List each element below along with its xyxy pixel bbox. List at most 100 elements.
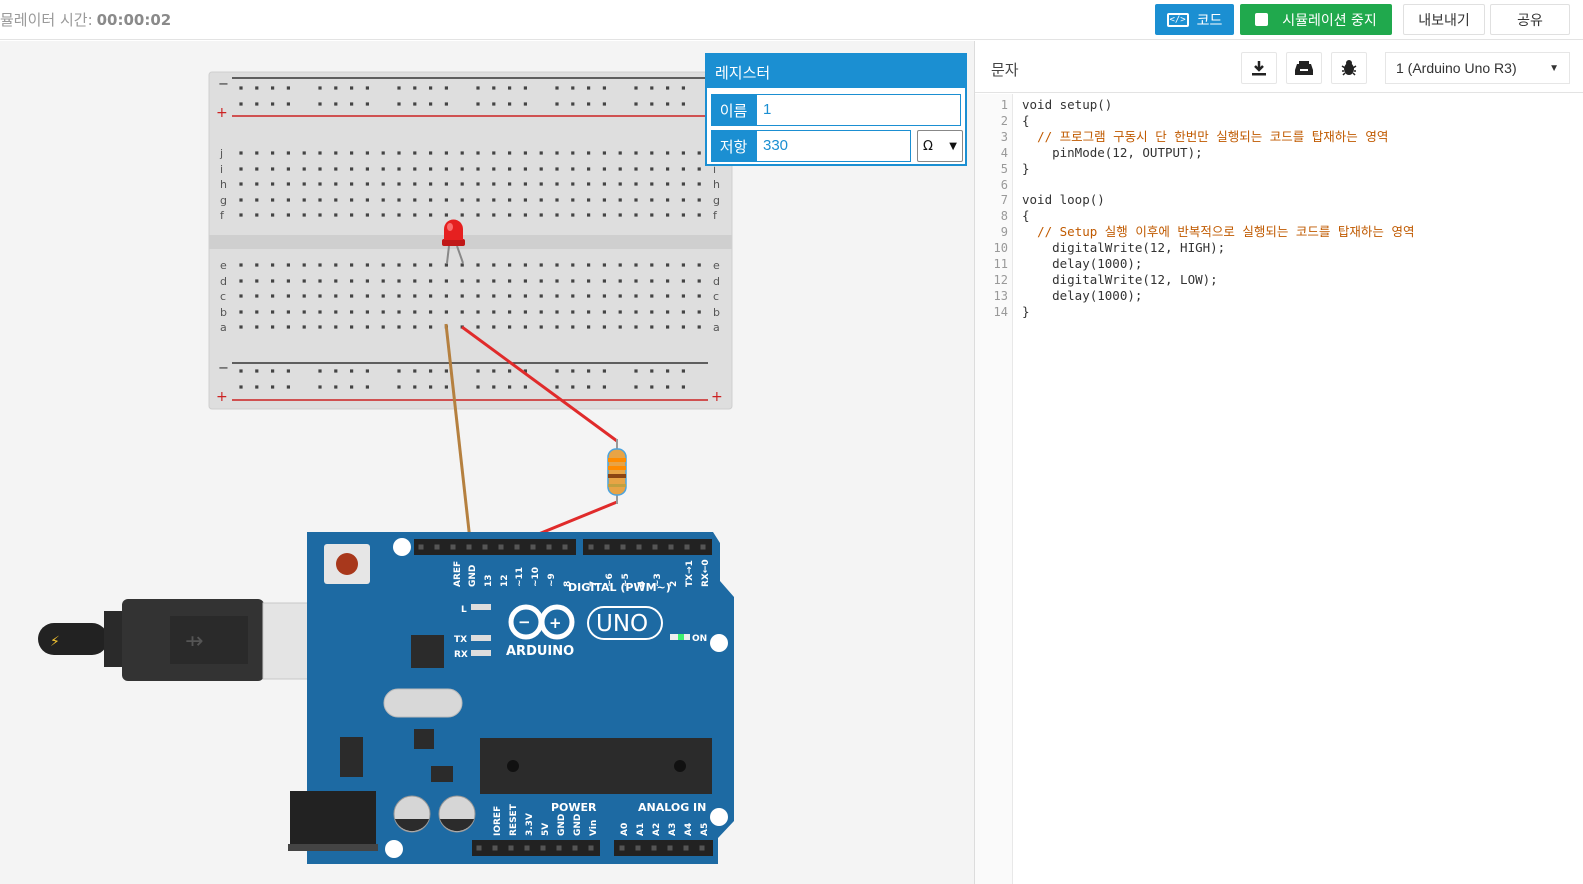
chevron-down-icon: ▼ [949, 140, 957, 152]
line-number: 2 [1000, 113, 1008, 128]
breadboard-row-letter: b [220, 306, 227, 319]
resistance-input[interactable]: 330 [756, 130, 911, 162]
arduino-model: UNO [596, 611, 648, 637]
code-line: digitalWrite(12, HIGH); [1022, 240, 1225, 256]
breadboard-row-letter: e [220, 259, 227, 272]
pin-label: 8 [563, 581, 573, 587]
line-number: 13 [993, 288, 1008, 303]
line-number: 1 [1000, 98, 1008, 112]
breadboard-row-letter: a [220, 321, 227, 334]
breadboard-row-letter: f [713, 209, 718, 222]
top-toolbar: 뮬레이터 시간:00:00:02 </> 코드 시뮬레이션 중지 내보내기 공유 [0, 0, 1583, 40]
debug-bug-icon [1341, 60, 1357, 76]
line-number: 5 [1000, 161, 1008, 176]
breadboard-row-letter: d [220, 275, 227, 288]
pin-label: Vin [589, 820, 599, 836]
pin-label: 13 [484, 574, 494, 587]
export-button[interactable]: 내보내기 [1403, 4, 1485, 35]
name-label: 이름 [711, 94, 756, 126]
pin-label: 12 [500, 574, 510, 587]
code-line: } [1022, 161, 1030, 177]
svg-text:+: + [549, 614, 562, 632]
unit-value: Ω [923, 138, 933, 154]
arduino-uno-board[interactable]: − + UNO ARDUINO DIGITAL (PWM~) POWER ANA… [288, 532, 734, 864]
line-number: 6 [1000, 177, 1008, 192]
breadboard-row-letter: a [713, 321, 720, 334]
stop-icon [1255, 13, 1269, 26]
breadboard-row-letter: b [713, 306, 720, 319]
pin-label: ~10 [531, 567, 541, 587]
breadboard-row-letter: i [713, 163, 716, 176]
ground-wire[interactable] [444, 323, 473, 550]
arduino-brand: ARDUINO [506, 644, 574, 659]
simulation-time-value: 00:00:02 [96, 11, 172, 29]
pin-label: GND [557, 814, 567, 836]
code-editor-icon: </> [1166, 12, 1189, 27]
download-icon [1252, 61, 1266, 76]
resistance-label: 저항 [711, 130, 756, 162]
code-line-code: void loop() [1022, 192, 1105, 208]
code-line-code [1022, 129, 1037, 144]
circuit-canvas[interactable]: − + − + − + jjiihhggffeeddccbbaa [0, 41, 975, 884]
code-line-code: { [1022, 208, 1030, 224]
breadboard[interactable]: − + − + − + jjiihhggffeeddccbbaa [208, 71, 733, 410]
pin-label: TX→1 [685, 560, 695, 587]
breadboard-row-letter: g [713, 194, 720, 207]
code-line: digitalWrite(12, LOW); [1022, 272, 1218, 288]
resistance-row: 저항 330 [711, 130, 911, 162]
breadboard-row-letter: j [219, 147, 223, 160]
download-button[interactable] [1241, 52, 1277, 84]
analog-label: ANALOG IN [638, 801, 706, 814]
unit-select[interactable]: Ω ▼ [917, 130, 963, 162]
name-input[interactable]: 1 [756, 94, 961, 126]
line-number: 8 [1000, 209, 1008, 224]
code-line: { [1022, 113, 1030, 129]
share-button[interactable]: 공유 [1490, 4, 1570, 35]
resistor[interactable] [607, 439, 627, 504]
pin-label: 5V [541, 823, 551, 836]
digital-label: DIGITAL (PWM~) [568, 581, 671, 594]
library-button[interactable] [1286, 52, 1322, 84]
code-button[interactable]: </> 코드 [1155, 4, 1234, 35]
stop-simulation-button[interactable]: 시뮬레이션 중지 [1240, 4, 1392, 35]
caret-down-icon: ▼ [1549, 62, 1559, 74]
breadboard-row-letter: c [220, 290, 226, 303]
pin-label: A0 [620, 823, 630, 836]
export-label: 내보내기 [1418, 12, 1470, 29]
code-line-code: digitalWrite(12, HIGH); [1022, 240, 1226, 256]
circuit-drawing: − + − + − + jjiihhggffeeddccbbaa [38, 71, 734, 864]
code-mode-label[interactable]: 문자 [991, 61, 1019, 79]
line-number: 12 [993, 272, 1008, 287]
board-select[interactable]: 1 (Arduino Uno R3) ▼ [1385, 52, 1570, 84]
breadboard-row-letters: jjiihhggffeeddccbbaa [219, 147, 720, 334]
breadboard-row-letter: g [220, 194, 227, 207]
pin-label: A3 [668, 823, 678, 836]
line-number: 7 [1000, 193, 1008, 208]
code-line: delay(1000); [1022, 288, 1142, 304]
pin-label: ~11 [515, 567, 525, 587]
stop-simulation-label: 시뮬레이션 중지 [1282, 12, 1377, 29]
code-line: pinMode(12, OUTPUT); [1022, 145, 1203, 161]
breadboard-row-letter: h [220, 178, 227, 191]
pin-label: ~9 [547, 573, 557, 587]
code-line: } [1022, 304, 1030, 320]
pin-label: A5 [700, 823, 710, 836]
code-line-code: } [1022, 160, 1030, 176]
pin-label: 3.3V [525, 813, 535, 836]
pin-label: AREF [453, 561, 463, 587]
line-number: 10 [993, 241, 1008, 256]
simulation-time: 뮬레이터 시간:00:00:02 [0, 9, 171, 30]
debugger-button[interactable] [1331, 52, 1367, 84]
pin-label: 4 [637, 581, 647, 587]
rail-plus-bottom-right: + [711, 389, 723, 405]
led-to-resistor-wire[interactable] [461, 325, 618, 443]
panel-divider[interactable] [974, 41, 975, 884]
resistor-inspector: 레지스터 이름 1 저항 330 Ω ▼ [705, 53, 967, 166]
red-led[interactable] [442, 219, 465, 264]
code-line-code: } [1022, 303, 1030, 319]
code-line-code [1022, 224, 1037, 239]
code-panel-header: 문자 1 (Arduino Uno R3) ▼ [975, 41, 1583, 93]
code-line: void setup() [1022, 97, 1112, 113]
svg-text:⇸: ⇸ [185, 629, 203, 654]
